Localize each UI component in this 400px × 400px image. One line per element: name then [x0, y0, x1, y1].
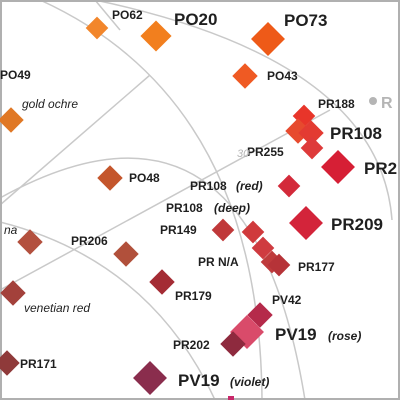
axis-tick-label: 30: [237, 148, 250, 160]
label-pr171: PR171: [20, 357, 57, 371]
label-po20: PO20: [174, 10, 217, 29]
marker-po62[interactable]: [85, 16, 109, 40]
label-po73: PO73: [284, 11, 327, 30]
bottom-marker-stub: [228, 396, 234, 400]
label-pv19-violet: PV19: [178, 371, 220, 390]
marker-na[interactable]: [17, 229, 43, 255]
label-po49: PO49: [0, 68, 31, 82]
label-pr2-partial: PR2: [364, 159, 397, 178]
label-pr202: PR202: [173, 338, 210, 352]
marker-po43[interactable]: [232, 63, 258, 89]
label-pr255: PR255: [247, 145, 284, 159]
label-po62: PO62: [112, 8, 143, 22]
label-pr108-deep: PR108: [166, 201, 203, 215]
label-venetian-red: venetian red: [24, 301, 90, 315]
label-pv19-rose-sub: (rose): [328, 329, 361, 343]
label-pr206: PR206: [71, 234, 108, 248]
marker-pr209[interactable]: [289, 206, 323, 240]
marker-pr171[interactable]: [0, 350, 20, 376]
label-pr179: PR179: [175, 289, 212, 303]
marker-pr206[interactable]: [113, 241, 139, 267]
label-pr-na: PR N/A: [198, 255, 239, 269]
label-pr149: PR149: [160, 223, 197, 237]
label-pr188: PR188: [318, 97, 355, 111]
label-po43: PO43: [267, 69, 298, 83]
grid-radial-c: [94, 0, 121, 31]
label-pr108-red: PR108: [190, 179, 227, 193]
marker-pr255[interactable]: [300, 136, 324, 160]
faint-dot: [369, 97, 377, 105]
label-pr108-deep-sub: (deep): [214, 201, 250, 215]
marker-venetian-red[interactable]: [0, 280, 26, 306]
label-na-partial: na: [4, 223, 18, 237]
marker-pr108-red[interactable]: [277, 174, 301, 198]
marker-pr177[interactable]: [267, 253, 291, 277]
marker-pr149[interactable]: [211, 218, 235, 242]
label-pv19-rose: PV19: [275, 325, 317, 344]
marker-po20[interactable]: [140, 20, 172, 52]
label-pr209: PR209: [331, 215, 383, 234]
label-gold-ochre: gold ochre: [22, 97, 78, 111]
marker-pr179[interactable]: [149, 269, 175, 295]
label-pr108-red-sub: (red): [236, 179, 263, 193]
grid-radial-a: [0, 109, 331, 291]
label-po48: PO48: [129, 171, 160, 185]
label-pv42: PV42: [272, 293, 302, 307]
label-pr108: PR108: [330, 124, 382, 143]
grid-arc-left: [0, 221, 216, 400]
marker-pv42[interactable]: [247, 302, 273, 328]
marker-po49[interactable]: [0, 107, 24, 133]
marker-pr2x[interactable]: [321, 150, 355, 184]
marker-pv19-violet[interactable]: [133, 361, 167, 395]
label-pv19-violet-sub: (violet): [230, 375, 269, 389]
marker-po73[interactable]: [251, 22, 285, 56]
label-pr177: PR177: [298, 260, 335, 274]
labels: PO62 PO20 PO73 PO49 PO43 gold ochre PR18…: [0, 8, 397, 390]
label-r-partial: R: [381, 95, 393, 112]
marker-pr202[interactable]: [220, 331, 246, 357]
marker-pr108-b[interactable]: [298, 120, 324, 146]
marker-po48[interactable]: [97, 165, 123, 191]
grid-radial-b: [0, 74, 151, 206]
grid-arc-inner: [94, 0, 393, 221]
